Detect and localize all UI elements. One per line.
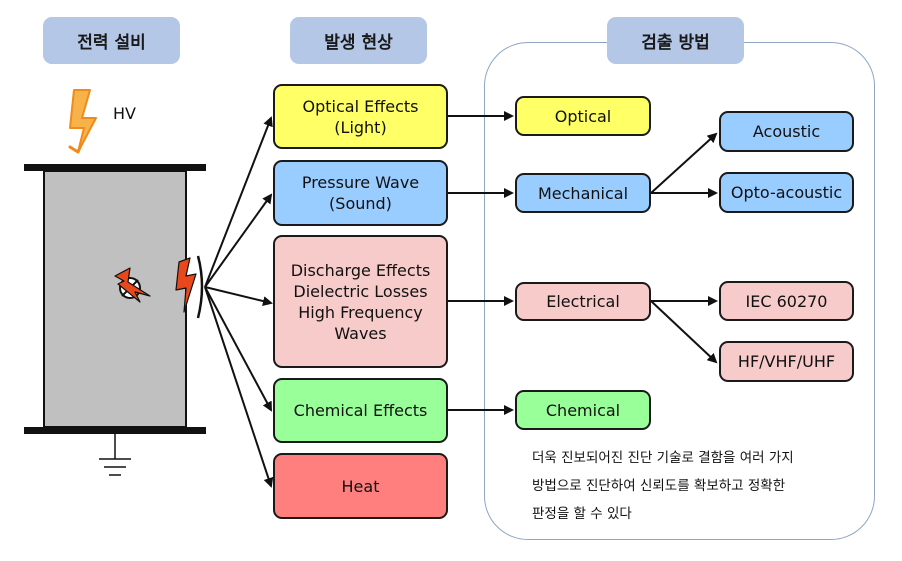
internal-discharge-icon (114, 267, 151, 303)
phenomenon-heat: Heat (273, 453, 448, 519)
phenomenon-discharge-effects: Discharge Effects Dielectric Losses High… (273, 235, 448, 368)
header-phenomena: 발생 현상 (290, 17, 427, 64)
sub-method-arrows (650, 132, 718, 364)
sub-method-hf-vhf-uhf: HF/VHF/UHF (719, 341, 854, 382)
surface-discharge-icon (175, 255, 204, 319)
header-equipment: 전력 설비 (43, 17, 180, 64)
sub-method-acoustic: Acoustic (719, 111, 854, 152)
phenomenon-optical-effects: Optical Effects (Light) (273, 84, 448, 149)
bottom-plate (24, 427, 206, 434)
method-mechanical: Mechanical (515, 173, 651, 213)
equipment-body (43, 170, 187, 428)
sub-method-opto-acoustic: Opto-acoustic (719, 172, 854, 213)
hv-lightning-icon (68, 89, 97, 154)
phenomenon-pressure-wave: Pressure Wave (Sound) (273, 160, 448, 226)
header-detection: 검출 방법 (607, 17, 744, 64)
phenomena-arrows (204, 116, 274, 488)
phenomenon-chemical-effects: Chemical Effects (273, 378, 448, 443)
sub-method-iec-60270: IEC 60270 (719, 281, 854, 321)
method-optical: Optical (515, 96, 651, 136)
detection-note: 더욱 진보되어진 진단 기술로 결함을 여러 가지 방법으로 진단하여 신뢰도를… (532, 450, 794, 522)
equipment-drawing (24, 164, 206, 476)
method-chemical: Chemical (515, 390, 651, 430)
ground-icon (99, 458, 131, 476)
method-electrical: Electrical (515, 282, 651, 321)
method-arrows (448, 111, 514, 415)
top-plate (24, 164, 206, 171)
hv-label: HV (113, 104, 136, 123)
